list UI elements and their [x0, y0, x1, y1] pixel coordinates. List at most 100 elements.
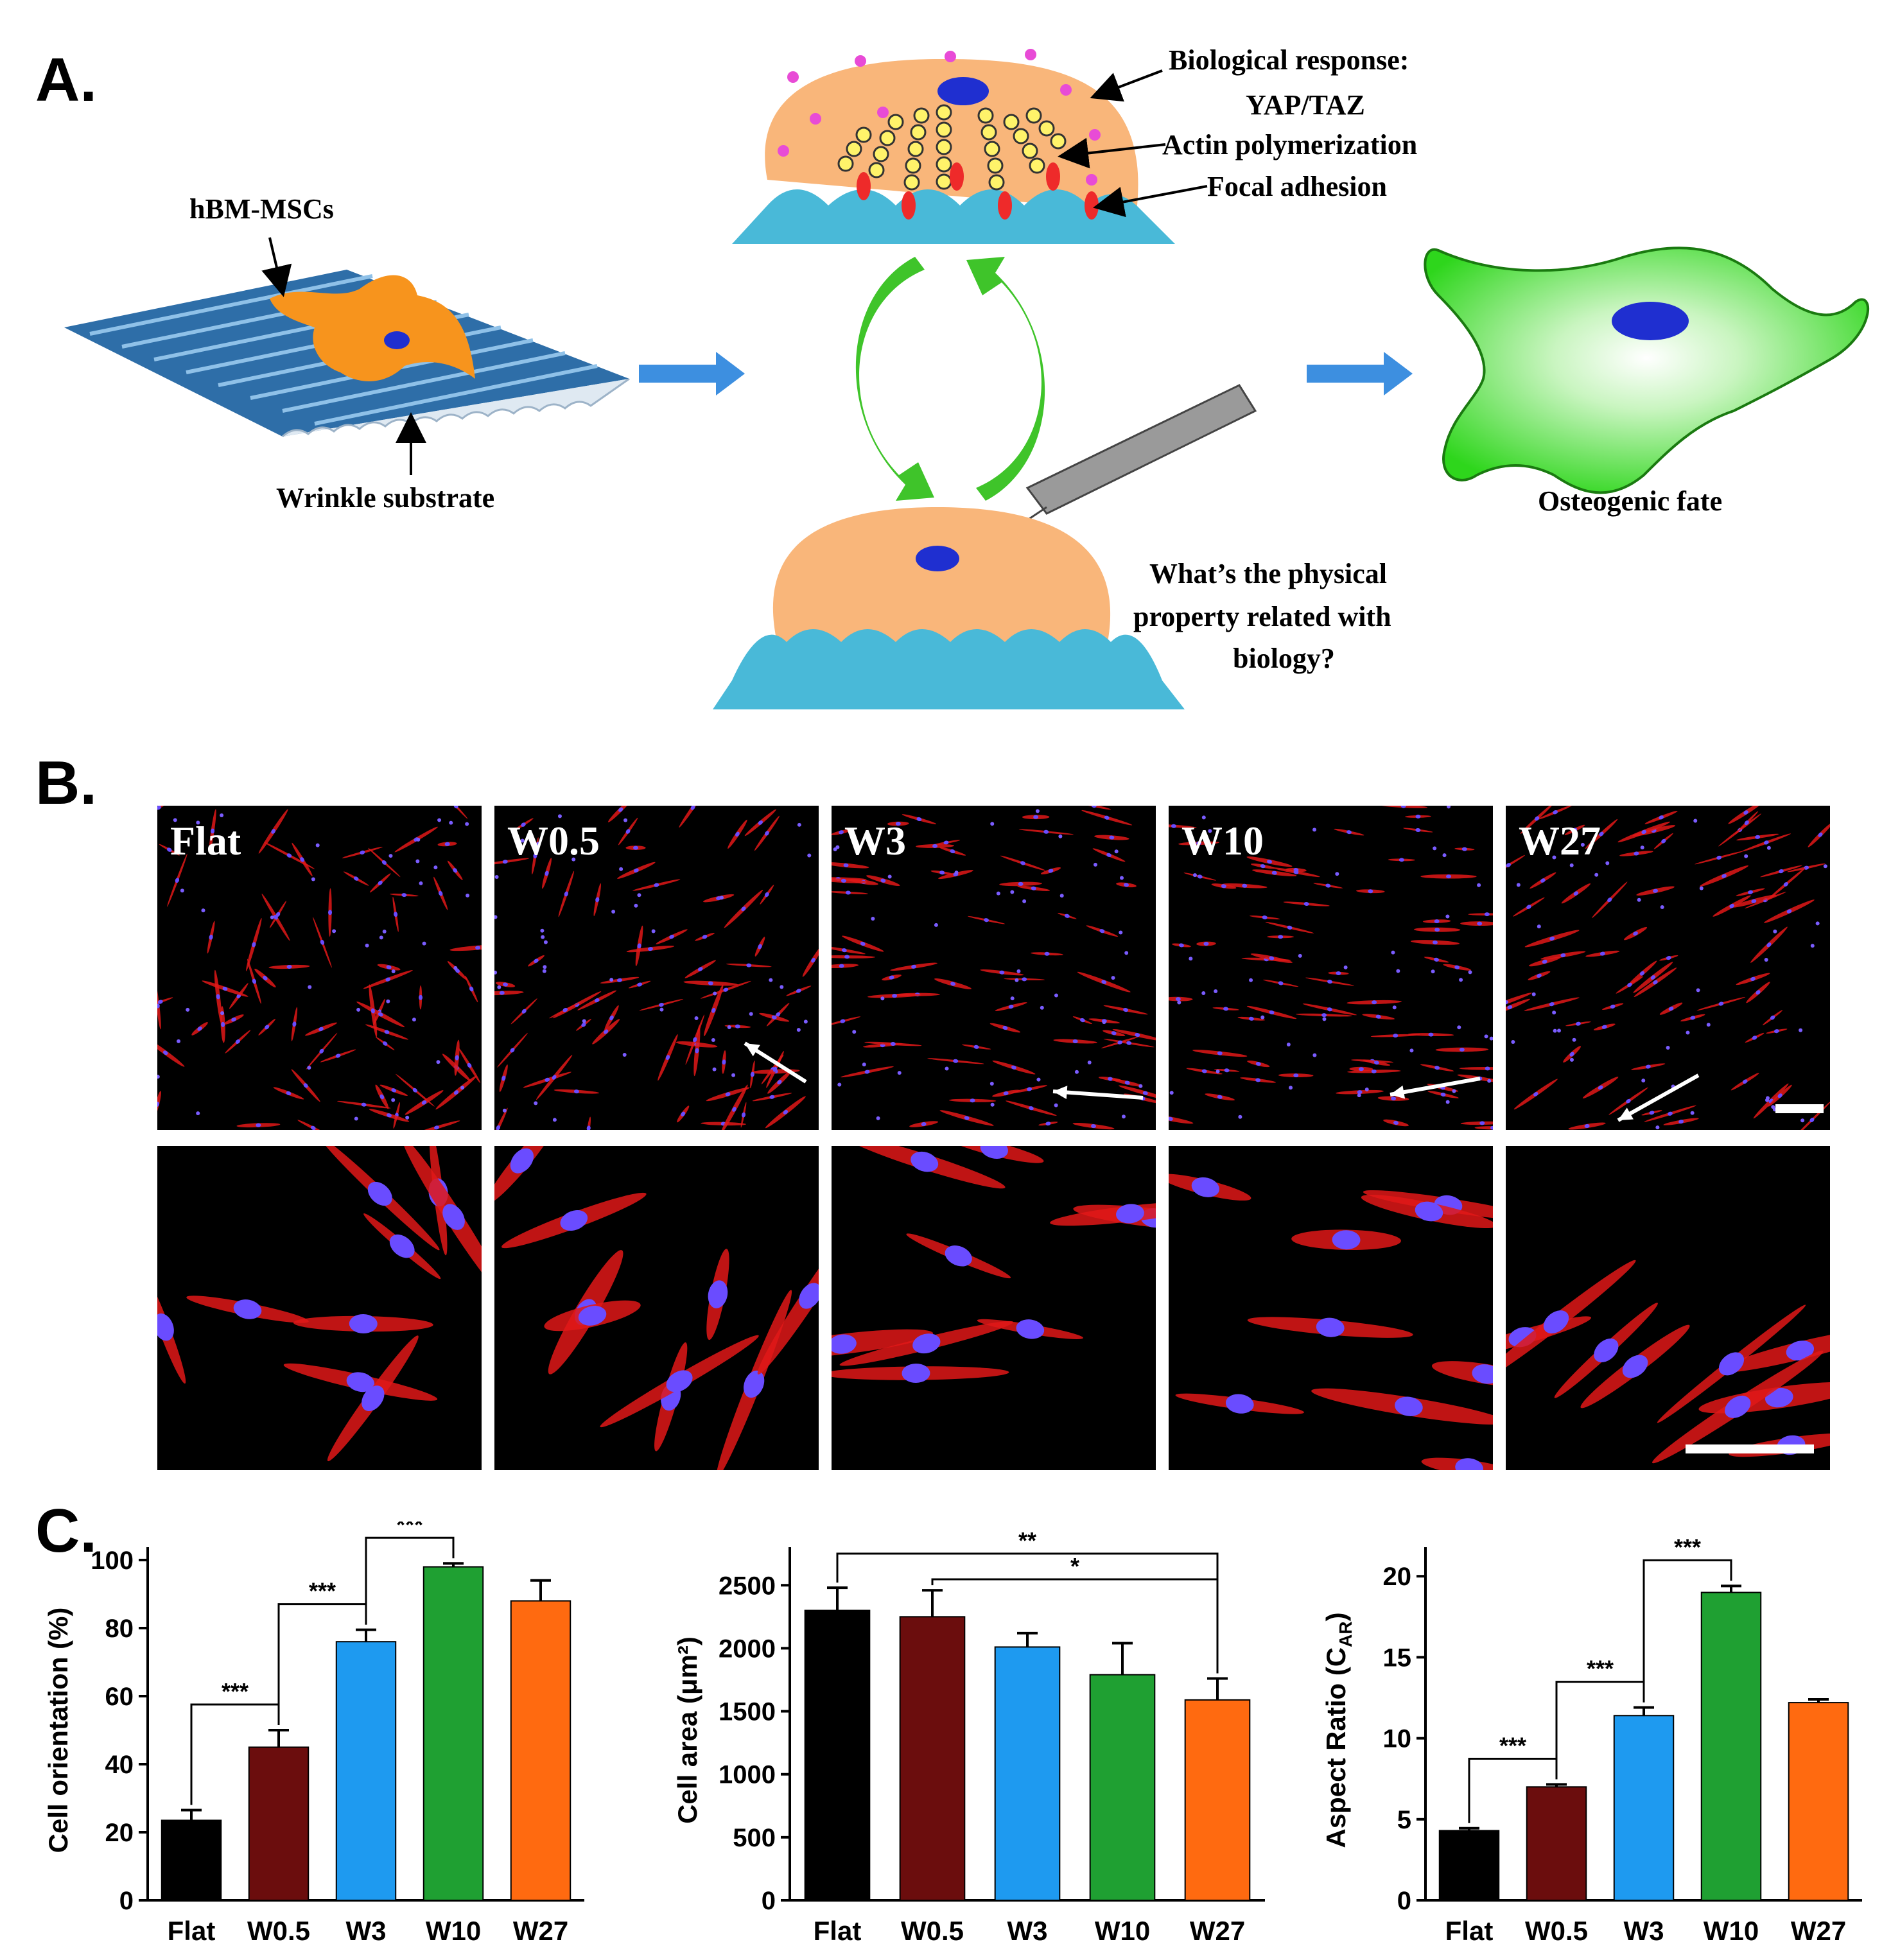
significance-label: *** — [309, 1578, 336, 1604]
x-tick-label: W27 — [1791, 1916, 1846, 1946]
micrograph-zoom-w27 — [1506, 1146, 1830, 1470]
y-tick-label: 40 — [105, 1751, 134, 1779]
top-cell-diagram — [732, 49, 1208, 244]
wrinkle-substrate-label: Wrinkle substrate — [276, 482, 495, 514]
significance-bracket — [1643, 1559, 1732, 1703]
significance-label: *** — [1674, 1534, 1701, 1560]
significance-label: ** — [1018, 1527, 1036, 1554]
x-tick-label: W27 — [513, 1916, 568, 1946]
x-tick-label: W0.5 — [247, 1916, 310, 1946]
bottom-cell-diagram — [713, 507, 1185, 709]
sample-label: W3 — [844, 818, 906, 863]
alignment-arrow-icon — [1052, 1086, 1144, 1100]
bar-w10 — [1700, 1591, 1762, 1901]
blue-arrow-right — [1307, 352, 1413, 395]
response-title: Biological response: — [1169, 44, 1409, 76]
bar-flat — [804, 1609, 871, 1901]
alignment-arrow-icon — [744, 1041, 807, 1084]
bar-w10 — [423, 1566, 484, 1902]
micrograph-zoom-w10 — [1169, 1146, 1493, 1470]
alignment-arrow-icon — [1390, 1077, 1481, 1099]
y-tick-label: 15 — [1383, 1643, 1412, 1672]
x-tick-label: W3 — [1624, 1916, 1664, 1946]
response-item-focal-adhesion: Focal adhesion — [1207, 171, 1387, 202]
y-axis-label: Cell area (μm²) — [672, 1636, 702, 1824]
significance-label: *** — [222, 1678, 248, 1704]
x-tick-label: W0.5 — [901, 1916, 964, 1946]
micrograph-overview-w0-5: W0.5 — [494, 806, 819, 1130]
x-tick-label: W10 — [1704, 1916, 1759, 1946]
x-tick-label: W3 — [346, 1916, 387, 1946]
y-tick-label: 20 — [1383, 1563, 1412, 1591]
response-item-actin: Actin polymerization — [1162, 129, 1418, 160]
significance-label: * — [1070, 1553, 1079, 1579]
bar-flat — [161, 1819, 222, 1902]
bar-w0-5 — [248, 1746, 309, 1901]
sample-label: W10 — [1181, 818, 1264, 863]
panel-a-schematic — [64, 49, 1869, 709]
x-tick-label: Flat — [814, 1916, 862, 1946]
y-tick-label: 2000 — [719, 1635, 776, 1663]
x-tick-label: W10 — [426, 1916, 481, 1946]
y-tick-label: 80 — [105, 1615, 134, 1643]
scale-bar — [1686, 1444, 1814, 1453]
y-tick-label: 1500 — [719, 1698, 776, 1726]
y-tick-label: 60 — [105, 1683, 134, 1711]
x-tick-label: W27 — [1190, 1916, 1245, 1946]
bar-w3 — [994, 1646, 1061, 1901]
msc-nucleus — [384, 331, 410, 349]
panel-a-letter: A. — [35, 46, 97, 114]
bar-w3 — [1613, 1715, 1675, 1901]
question-line-1: What’s the physical — [1149, 558, 1387, 589]
scale-bar — [1775, 1104, 1824, 1113]
x-tick-label: Flat — [1445, 1916, 1494, 1946]
x-tick-label: Flat — [168, 1916, 216, 1946]
question-line-3: biology? — [1233, 643, 1335, 674]
bar-flat — [1438, 1830, 1500, 1902]
response-item-yap-taz: YAP/TAZ — [1246, 89, 1365, 121]
bar-w27 — [510, 1600, 571, 1901]
significance-label: *** — [1587, 1656, 1614, 1682]
sample-label: W0.5 — [507, 818, 600, 863]
significance-bracket — [931, 1578, 1219, 1674]
y-tick-label: 0 — [1397, 1887, 1411, 1915]
y-tick-label: 2500 — [719, 1572, 776, 1600]
bar-w3 — [335, 1641, 397, 1901]
significance-label: *** — [1499, 1733, 1526, 1759]
x-tick-label: W10 — [1095, 1916, 1150, 1946]
question-line-2: property related with — [1133, 601, 1391, 632]
alignment-arrow-icon — [1617, 1073, 1700, 1122]
micrograph-overview-w3: W3 — [832, 806, 1156, 1130]
y-tick-label: 10 — [1383, 1725, 1412, 1753]
bar-w27 — [1184, 1699, 1251, 1901]
micrograph-overview-w27: W27 — [1506, 806, 1830, 1130]
y-tick-label: 20 — [105, 1819, 134, 1847]
hbm-msc-label: hBM-MSCs — [189, 193, 334, 225]
panel-c-letter: C. — [35, 1496, 97, 1565]
micrograph-overview-w10: W10 — [1169, 806, 1493, 1130]
y-axis-label: Cell orientation (%) — [43, 1608, 73, 1853]
micrograph-overview-flat: Flat — [157, 806, 482, 1130]
probe-tip — [1025, 384, 1257, 515]
msc-cell — [270, 275, 475, 381]
sample-label: Flat — [170, 818, 241, 863]
y-tick-label: 100 — [91, 1547, 134, 1575]
osteogenic-fate-label: Osteogenic fate — [1538, 485, 1723, 517]
y-axis-label: Aspect Ratio (CAR) — [1321, 1612, 1355, 1848]
micrograph-zoom-flat — [157, 1146, 482, 1470]
y-tick-label: 500 — [733, 1824, 776, 1852]
significance-bracket — [365, 1536, 455, 1625]
x-tick-label: W0.5 — [1525, 1916, 1588, 1946]
x-tick-label: W3 — [1007, 1916, 1048, 1946]
y-tick-label: 5 — [1397, 1806, 1411, 1834]
panel-b-letter: B. — [35, 749, 97, 817]
bar-w10 — [1089, 1674, 1156, 1901]
y-tick-label: 0 — [119, 1887, 134, 1915]
sample-label: W27 — [1519, 818, 1601, 863]
bar-w0-5 — [1526, 1786, 1587, 1902]
y-tick-label: 0 — [762, 1887, 776, 1915]
blue-arrow-left — [639, 352, 745, 395]
significance-label: *** — [396, 1522, 423, 1538]
